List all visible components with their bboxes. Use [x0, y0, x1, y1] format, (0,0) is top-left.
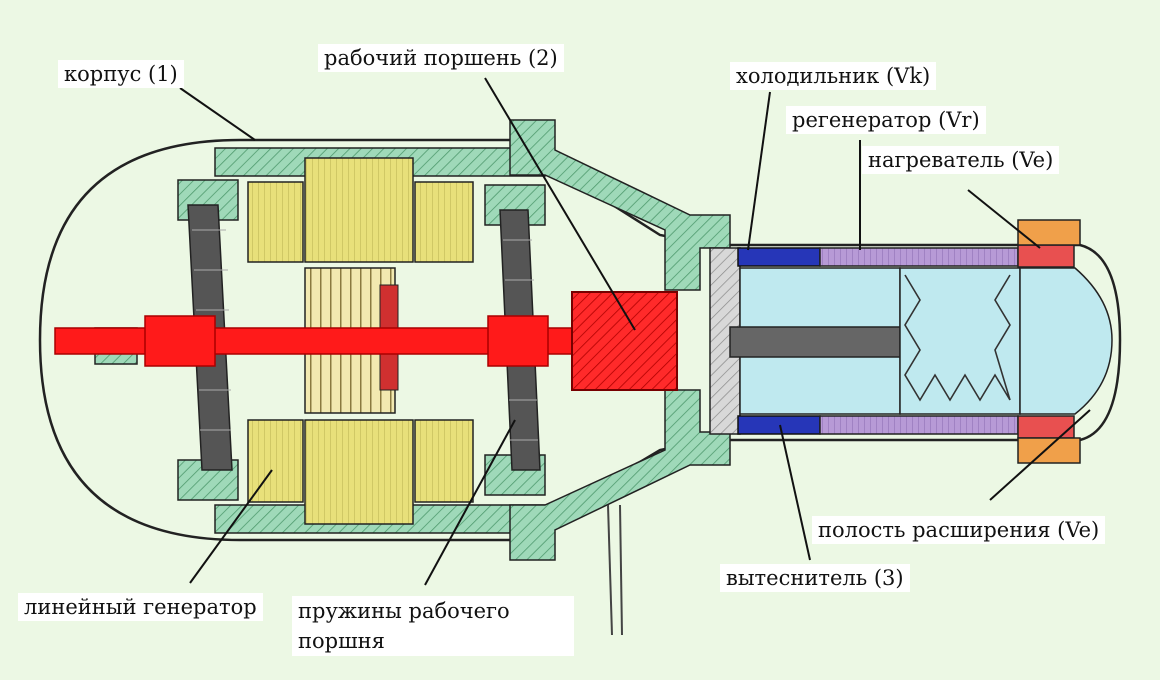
leader-lines	[179, 77, 1091, 586]
regenerator-bottom	[819, 415, 1019, 435]
working-piston	[571, 291, 678, 391]
mount-line-2	[619, 504, 623, 636]
leader-generator	[189, 469, 273, 584]
label-piston-springs: пружины рабочего поршня	[292, 596, 574, 656]
label-heater: нагреватель (Ve)	[862, 146, 1060, 174]
regenerator-top	[819, 247, 1019, 267]
heater-band-top	[1017, 219, 1081, 246]
heater-top	[1017, 244, 1075, 268]
leader-displacer	[779, 424, 811, 561]
displacer-bellows	[899, 267, 1021, 415]
label-housing: корпус (1)	[58, 60, 184, 88]
label-displacer: вытеснитель (3)	[720, 564, 910, 592]
shaft-collar-right	[487, 315, 549, 367]
stator-top-right	[414, 181, 474, 263]
mount-line-1	[607, 504, 613, 636]
label-working-piston: рабочий поршень (2)	[318, 44, 564, 72]
label-cooler: холодильник (Vk)	[730, 62, 937, 90]
housing-flange-top	[509, 119, 731, 291]
heater-bottom	[1017, 415, 1075, 439]
cooler-bottom	[737, 415, 821, 435]
stator-bottom-right	[414, 419, 474, 503]
leader-expansion	[989, 409, 1091, 501]
housing-flange-bottom	[509, 389, 731, 561]
leader-housing	[179, 87, 256, 141]
leader-cooler	[747, 91, 771, 251]
heater-band-bottom	[1017, 437, 1081, 464]
leader-heater	[967, 189, 1041, 249]
stator-top-center	[304, 157, 414, 263]
expansion-cavity	[1019, 267, 1113, 415]
cooler-top	[737, 247, 821, 267]
leader-working-piston	[484, 77, 636, 331]
stator-bottom-left	[247, 419, 304, 503]
shaft-collar-left	[144, 315, 216, 367]
outer-shell	[38, 138, 1122, 542]
leader-springs	[424, 419, 516, 586]
stator-top-left	[247, 181, 304, 263]
stator-bottom-center	[304, 419, 414, 525]
displacer-rod	[729, 326, 901, 358]
label-linear-generator: линейный генератор	[18, 593, 263, 621]
bellows-zigzag	[904, 274, 1011, 402]
label-regenerator: регенератор (Vr)	[786, 106, 986, 134]
label-expansion-cavity: полость расширения (Ve)	[812, 516, 1106, 544]
